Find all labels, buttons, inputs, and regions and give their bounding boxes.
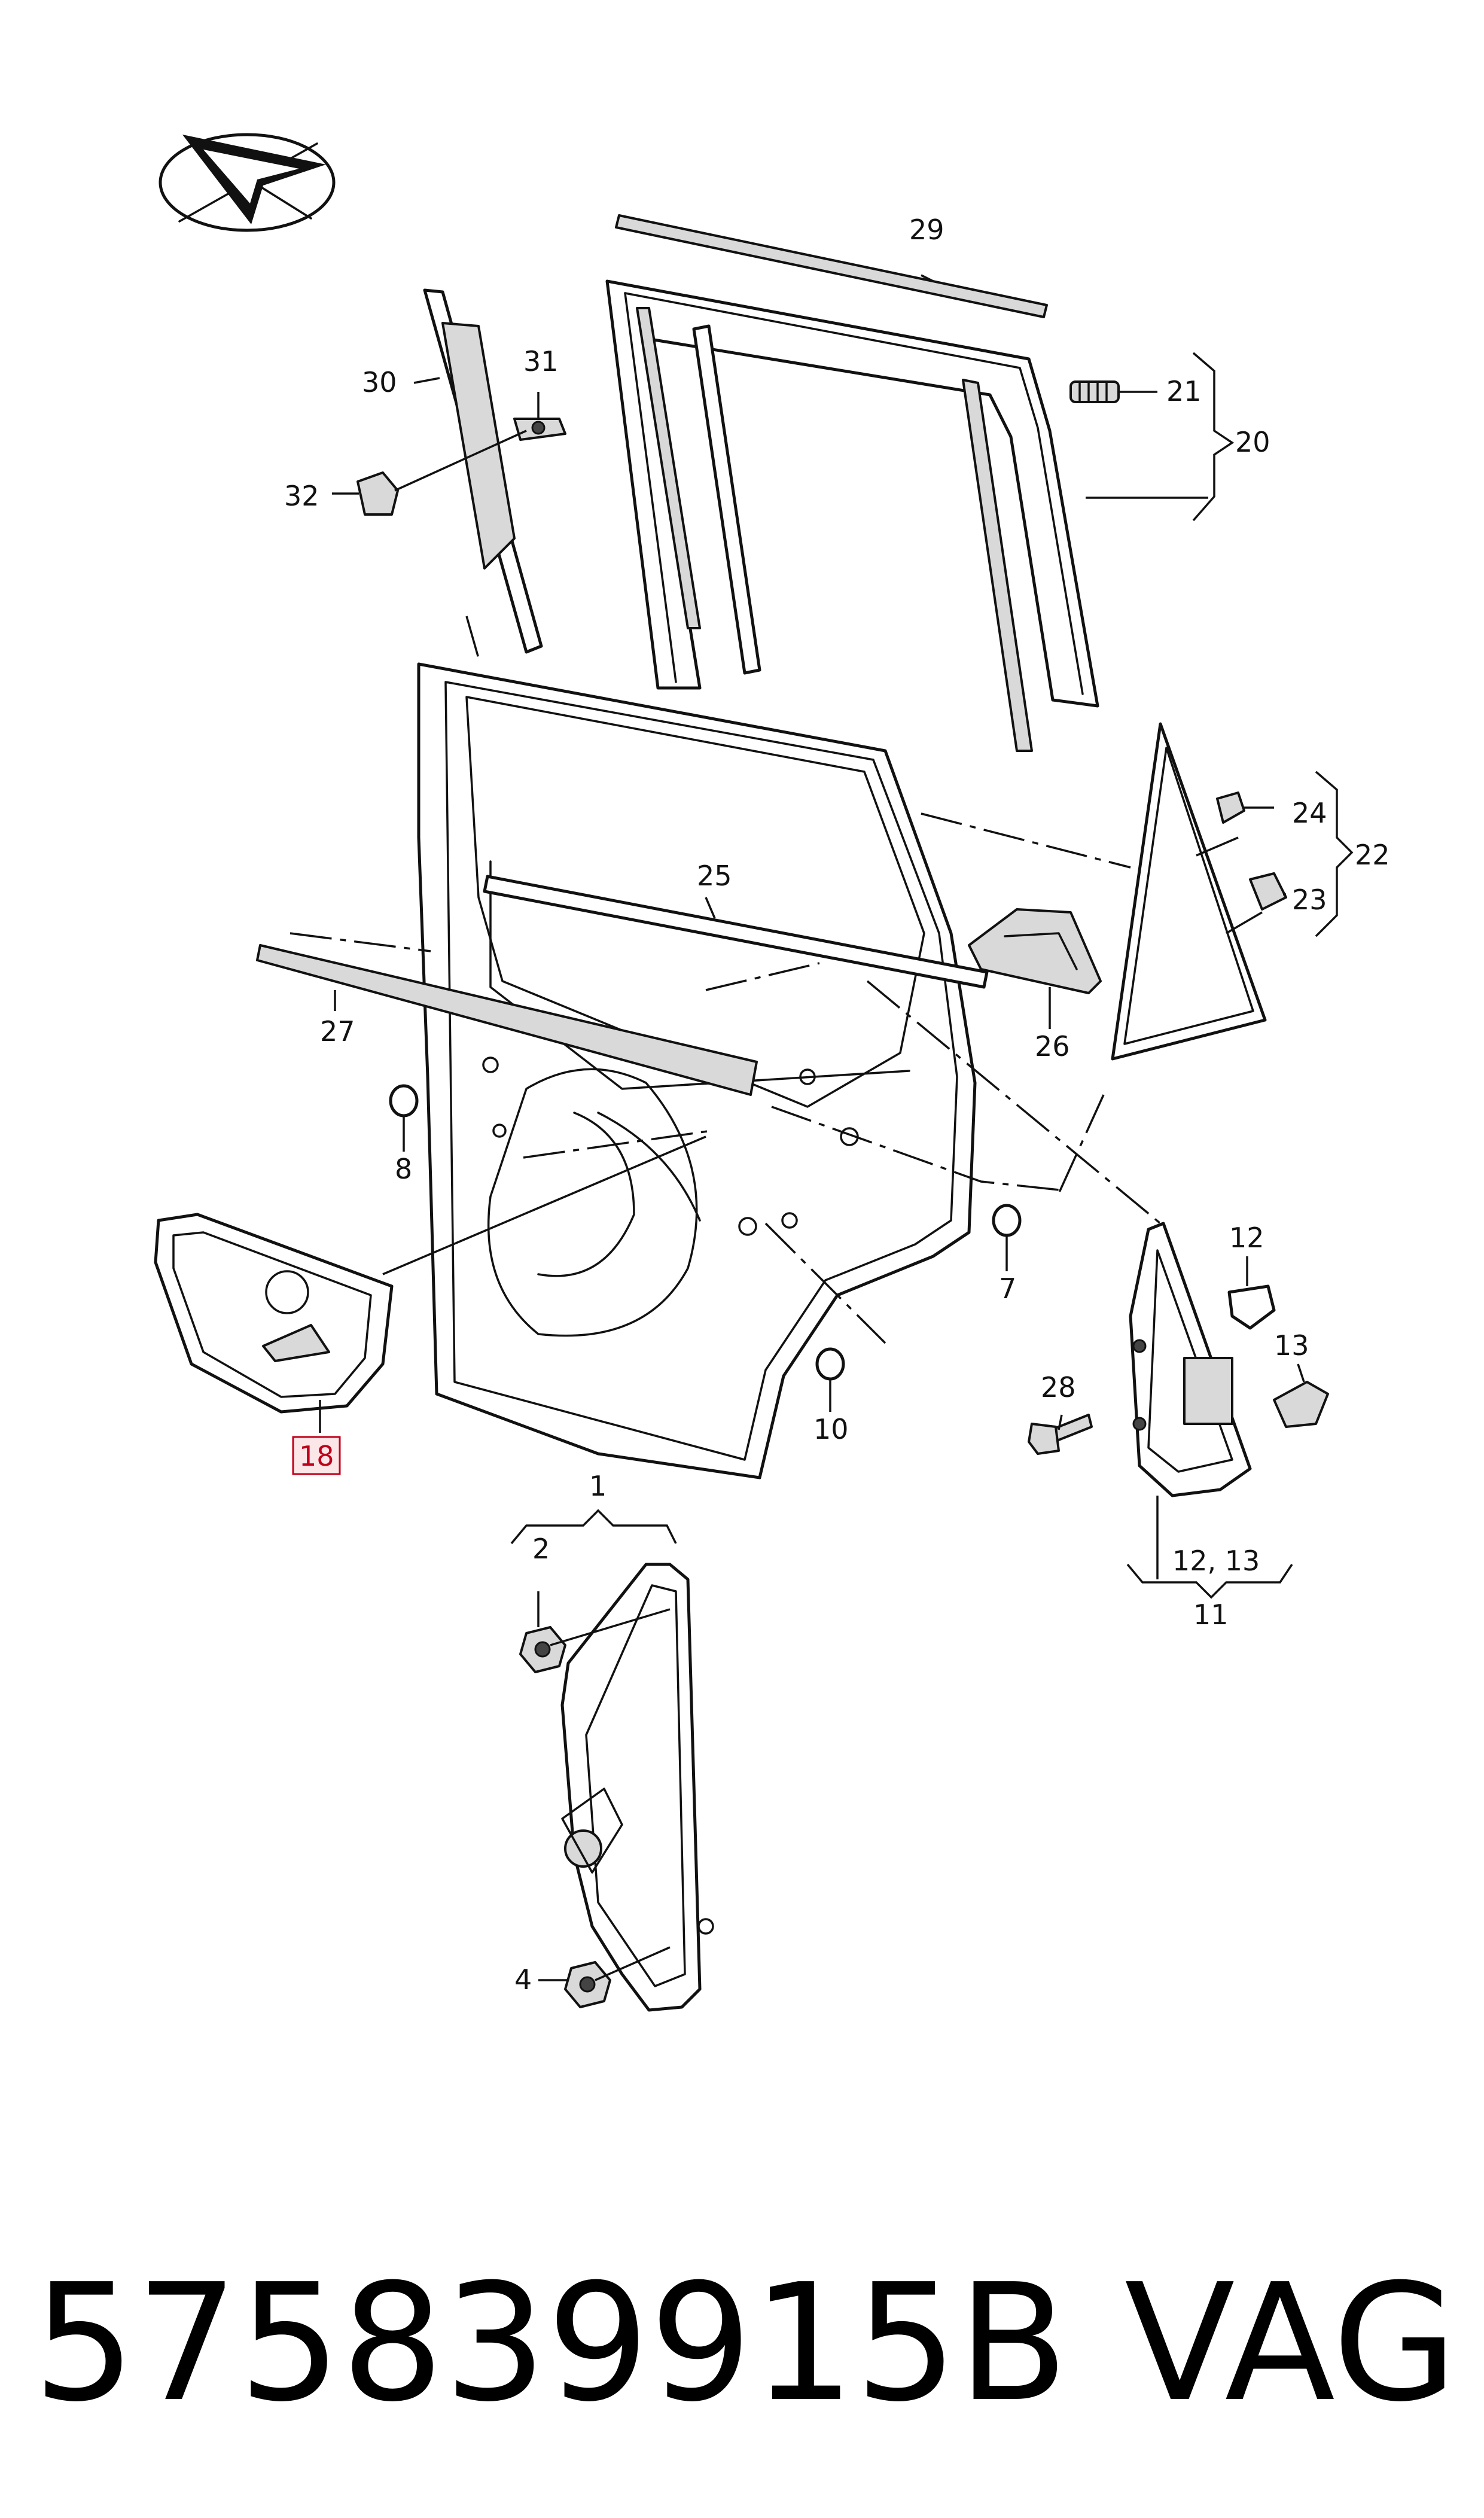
direction-arrow-icon (159, 133, 336, 232)
part-7-grommet (992, 1204, 1022, 1237)
part-21-pin (1069, 380, 1120, 403)
label-25: 25 (697, 860, 732, 892)
label-26: 26 (1035, 1030, 1070, 1062)
part-29-window-seal (615, 214, 1048, 318)
part-28-screw (1028, 1414, 1093, 1455)
part-4-nut (564, 1961, 611, 2008)
part-2-nut (519, 1626, 566, 1673)
label-18: 18 (299, 1440, 334, 1472)
part-1-window-regulator (560, 1563, 714, 2012)
label-7: 7 (999, 1272, 1016, 1305)
label-20: 20 (1235, 426, 1270, 458)
label-28: 28 (1041, 1371, 1076, 1403)
bracket-11 (1126, 1563, 1293, 1599)
label-23: 23 (1292, 884, 1327, 916)
label-1: 1 (589, 1470, 607, 1502)
part-12-clip (1227, 1284, 1276, 1330)
label-22: 22 (1355, 839, 1390, 871)
label-18-highlight-box (292, 1436, 341, 1475)
label-27: 27 (320, 1015, 355, 1048)
label-21: 21 (1166, 375, 1202, 407)
bracket-1 (510, 1509, 677, 1545)
part-32-nut (356, 471, 399, 516)
part-26-mirror-base (968, 908, 1102, 994)
label-8: 8 (395, 1153, 412, 1185)
bracket-22 (1315, 771, 1354, 937)
part-24-clip (1216, 791, 1245, 824)
part-20-window-frame (605, 279, 1099, 752)
part-11-pillar-trim (1129, 1222, 1252, 1497)
label-2: 2 (532, 1533, 550, 1565)
part-10-grommet (815, 1347, 845, 1381)
label-24: 24 (1292, 797, 1327, 829)
part-number: 575839915B (33, 2249, 1068, 2437)
part-31-clip (513, 418, 566, 441)
label-30: 30 (362, 366, 397, 398)
part-25-inner-seal (483, 875, 989, 989)
reference-lines (290, 616, 1162, 1344)
part-30-pillar-trim (423, 288, 543, 654)
label-11: 11 (1193, 1599, 1229, 1631)
label-31: 31 (523, 345, 559, 377)
part-27-outer-seal (256, 944, 758, 1096)
label-10: 10 (813, 1413, 849, 1445)
label-29: 29 (909, 214, 944, 246)
label-32: 32 (284, 480, 319, 512)
footer: 575839915B VAG (33, 2249, 1458, 2437)
part-18-seal-panel (154, 1213, 394, 1414)
label-13: 13 (1274, 1329, 1309, 1362)
part-22-triangle-glass (1111, 722, 1267, 1061)
label-12: 12 (1229, 1222, 1264, 1254)
label-12-13: 12, 13 (1172, 1545, 1260, 1577)
label-4: 4 (514, 1963, 532, 1996)
brand-name: VAG (1125, 2249, 1458, 2437)
leader-lines (319, 274, 1305, 1981)
bracket-20 (1192, 352, 1235, 522)
part-23-clip (1249, 872, 1287, 911)
part-8-grommet (389, 1084, 419, 1118)
callout-labels: 29 30 31 32 21 20 24 22 23 25 26 27 8 7 … (284, 214, 1390, 1996)
part-13-clip (1273, 1381, 1329, 1428)
